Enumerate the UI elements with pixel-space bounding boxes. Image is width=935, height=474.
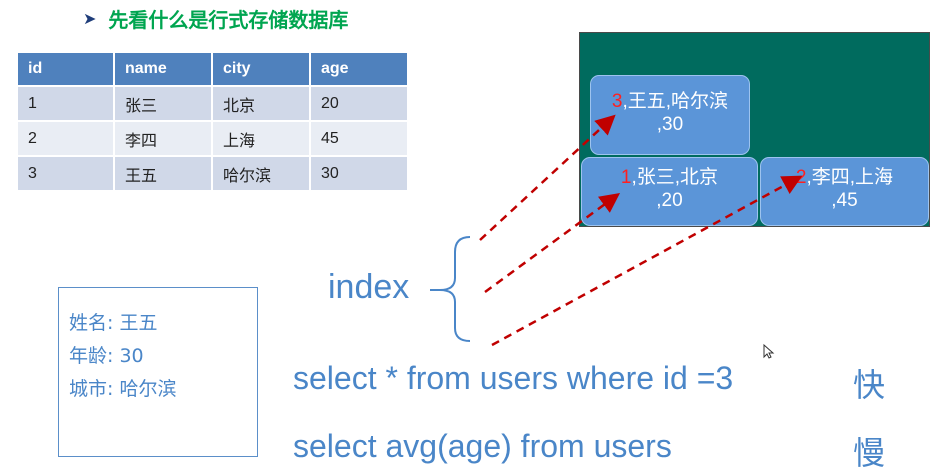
query-by-id-speed: 快: [853, 366, 886, 404]
query-avg-age: select avg(age) from users: [293, 428, 672, 464]
table-row: 3 王五 哈尔滨 30: [18, 157, 407, 190]
header-city: city: [213, 53, 309, 85]
index-tree-panel: 3,王五,哈尔滨 ,30 1,张三,北京 ,20 2,李四,上海 ,45: [579, 32, 930, 227]
index-label: index: [328, 268, 410, 306]
cell-age: 30: [311, 157, 407, 190]
index-arrow-to-root: [479, 114, 616, 241]
record-name: 姓名: 王五: [69, 312, 158, 334]
index-arrow-to-left: [484, 193, 621, 294]
cell-name: 张三: [115, 87, 211, 120]
cell-age: 20: [311, 87, 407, 120]
left-node-text: ,张三,北京: [631, 167, 719, 188]
table-row: 1 张三 北京 20: [18, 87, 407, 120]
tree-left-node: 1,张三,北京 ,20: [581, 157, 758, 226]
slide-title: ➤ 先看什么是行式存储数据库: [83, 4, 348, 33]
root-node-text: ,王五,哈尔滨: [622, 91, 729, 112]
record-city: 城市: 哈尔滨: [69, 378, 177, 400]
cell-id: 2: [18, 122, 113, 155]
cell-city: 哈尔滨: [213, 157, 309, 190]
cell-age: 45: [311, 122, 407, 155]
left-node-age: ,20: [656, 190, 683, 211]
query-by-id: select * from users where id =3: [293, 360, 734, 396]
right-node-text: ,李四,上海: [806, 167, 894, 188]
root-node-age: ,30: [656, 114, 684, 135]
header-name: name: [115, 53, 211, 85]
cell-name: 王五: [115, 157, 211, 190]
cell-id: 1: [18, 87, 113, 120]
mouse-cursor-icon: [763, 343, 775, 359]
row-record-card: 姓名: 王五 年龄: 30 城市: 哈尔滨: [58, 287, 258, 457]
query-avg-age-speed: 慢: [853, 434, 886, 472]
cell-city: 上海: [213, 122, 309, 155]
table-row: 2 李四 上海 45: [18, 122, 407, 155]
slide-title-text: 先看什么是行式存储数据库: [108, 8, 349, 32]
users-table: id name city age 1 张三 北京 20 2 李四 上海 45 3…: [16, 51, 409, 192]
record-age: 年龄: 30: [69, 345, 144, 367]
table-header-row: id name city age: [18, 53, 407, 85]
root-node-key: 3: [611, 91, 623, 112]
cell-city: 北京: [213, 87, 309, 120]
arrow-bullet-icon: ➤: [83, 9, 97, 28]
index-arrow-to-right: [491, 175, 803, 347]
right-node-age: ,45: [831, 190, 858, 211]
cell-name: 李四: [115, 122, 211, 155]
cell-id: 3: [18, 157, 113, 190]
index-brace-icon: [439, 236, 471, 342]
header-age: age: [311, 53, 407, 85]
left-node-key: 1: [620, 167, 632, 188]
header-id: id: [18, 53, 113, 85]
tree-root-node: 3,王五,哈尔滨 ,30: [590, 75, 750, 155]
